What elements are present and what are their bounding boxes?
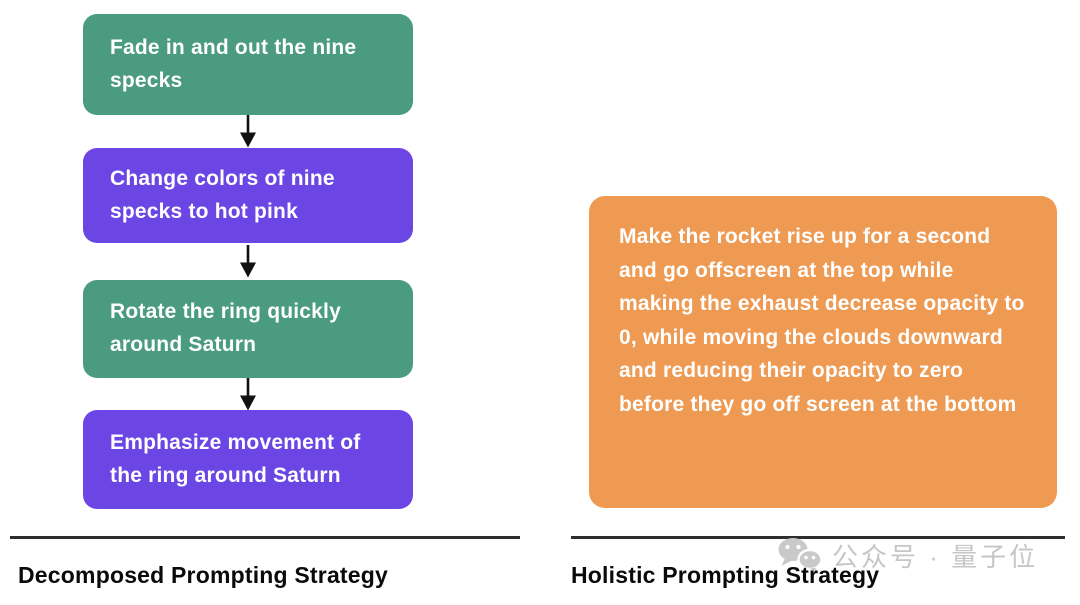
flow-step-3-label: Rotate the ring quickly around Saturn	[110, 300, 341, 356]
flow-step-box-4: Emphasize movement of the ring around Sa…	[83, 410, 413, 509]
flow-step-box-2: Change colors of nine specks to hot pink	[83, 148, 413, 243]
watermark-text: 公众号 · 量子位	[832, 541, 1039, 572]
flow-step-box-3: Rotate the ring quickly around Saturn	[83, 280, 413, 378]
decomposed-strategy-caption: Decomposed Prompting Strategy	[18, 562, 389, 588]
holistic-prompt-box: Make the rocket rise up for a second and…	[589, 196, 1057, 508]
holistic-prompt-text: Make the rocket rise up for a second and…	[619, 225, 1025, 416]
flow-step-box-1: Fade in and out the nine specks	[83, 14, 413, 115]
down-arrow-icon	[240, 115, 256, 148]
left-divider-line	[10, 536, 520, 539]
wechat-chat-bubbles-icon	[778, 538, 823, 573]
down-arrow-icon	[240, 245, 256, 278]
holistic-strategy-caption: Holistic Prompting Strategy	[571, 562, 880, 588]
flow-step-2-label: Change colors of nine specks to hot pink	[110, 166, 335, 223]
down-arrow-icon	[240, 378, 256, 411]
flow-step-4-label: Emphasize movement of the ring around Sa…	[110, 430, 361, 487]
right-divider-line	[571, 536, 1065, 539]
flow-step-1-label: Fade in and out the nine specks	[110, 35, 357, 92]
watermark: 公众号 · 量子位	[776, 536, 1038, 574]
